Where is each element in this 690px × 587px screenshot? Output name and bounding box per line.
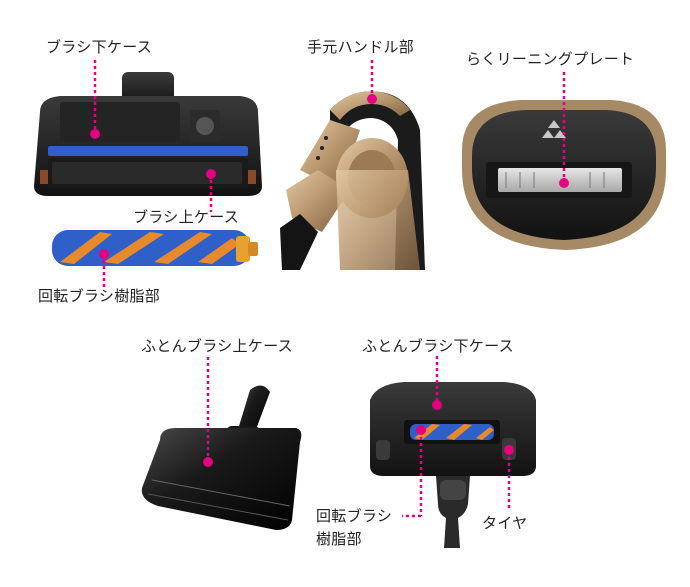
label-brush-upper-case: ブラシ上ケース bbox=[133, 208, 240, 226]
futon-head-bottom-image bbox=[370, 382, 536, 548]
label-handle: 手元ハンドル部 bbox=[307, 38, 415, 56]
futon-head-top-image bbox=[141, 385, 302, 530]
label-futon-rotating-brush-line2: 樹脂部 bbox=[316, 530, 362, 548]
callout-brush-lower-case bbox=[90, 60, 100, 139]
label-cleaning-plate: らくリーニングプレート bbox=[466, 50, 635, 68]
label-futon-lower-case: ふとんブラシ下ケース bbox=[362, 337, 514, 355]
callout-futon-lower-case bbox=[432, 356, 442, 410]
callout-handle bbox=[367, 60, 377, 104]
brush-head-bottom-image bbox=[34, 72, 262, 196]
callout-futon-rotating-brush bbox=[402, 425, 426, 518]
callout-futon-upper-case bbox=[203, 357, 213, 467]
handle-image bbox=[280, 91, 425, 270]
label-tire: タイヤ bbox=[482, 514, 528, 532]
callout-brush-upper-case bbox=[206, 169, 216, 212]
callout-rotating-brush-resin bbox=[99, 249, 109, 290]
label-futon-rotating-brush-line1: 回転ブラシ bbox=[316, 507, 393, 525]
callout-cleaning-plate bbox=[559, 72, 569, 188]
label-brush-lower-case: ブラシ下ケース bbox=[46, 38, 153, 56]
label-rotating-brush-resin: 回転ブラシ樹脂部 bbox=[38, 287, 161, 305]
label-futon-upper-case: ふとんブラシ上ケース bbox=[141, 337, 293, 355]
callout-tire bbox=[504, 445, 514, 510]
